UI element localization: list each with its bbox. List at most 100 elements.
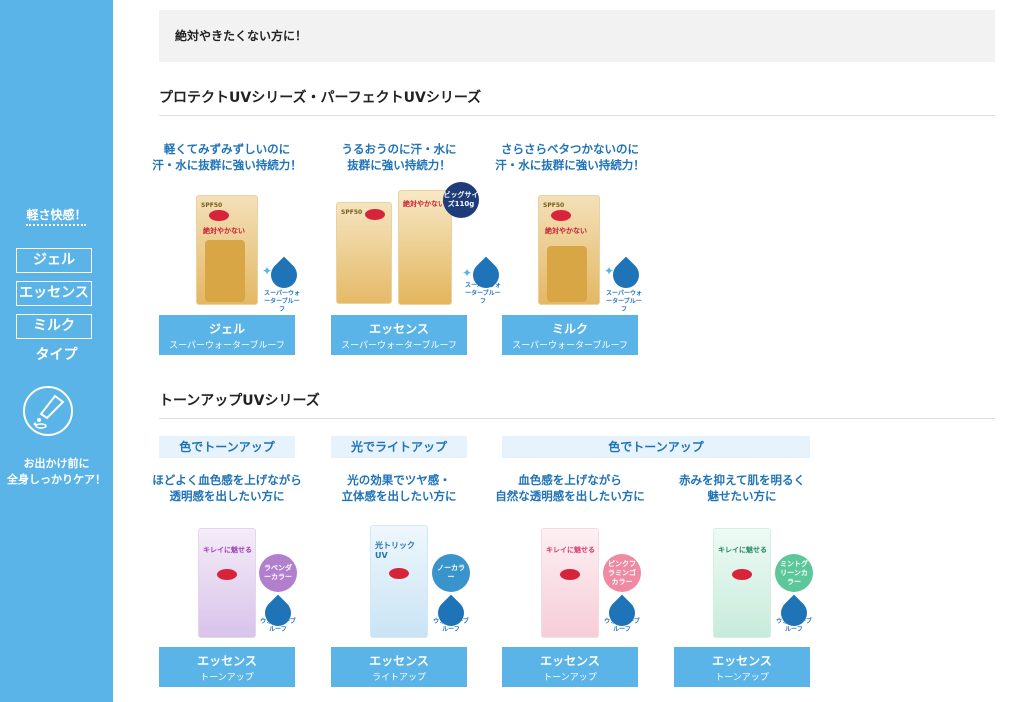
brand-logo-icon <box>389 568 409 579</box>
pack-text: 光トリックUV <box>375 541 415 560</box>
product-button-milk[interactable]: ミルク スーパーウォーターブルーフ <box>502 315 638 355</box>
product-button-pink[interactable]: エッセンス トーンアップ <box>502 647 638 687</box>
pack-text: 絶対やかない <box>545 227 587 235</box>
water-drop-icon <box>265 256 303 294</box>
product-button-title: ミルク <box>551 322 588 336</box>
waterproof-badge-label: ウォーターブルーフ <box>776 618 812 633</box>
notice-banner: 絶対やきたくない方に！ <box>159 10 995 62</box>
tagline-line1: さらさらベタつかないのに <box>501 142 639 156</box>
bottle-shape <box>547 246 587 302</box>
product-button-gel[interactable]: ジェル スーパーウォーターブルーフ <box>159 315 295 355</box>
product-button-subtitle: トーンアップ <box>200 673 254 683</box>
brand-logo-icon <box>365 209 385 220</box>
tagline-line1: 光の効果でツヤ感・ <box>347 473 451 487</box>
small-pack: SPF50 <box>336 202 392 304</box>
sidebar-gel-button[interactable]: ジェル <box>16 248 92 273</box>
category-label: 色でトーンアップ <box>502 436 810 458</box>
spf-label: SPF50 <box>201 202 223 209</box>
sidebar-caption-line1: お出かけ前に <box>23 457 90 470</box>
section-divider <box>159 418 995 419</box>
tagline-line2: 透明感を出したい方に <box>169 489 285 503</box>
tagline-line2: 汗・水に抜群に強い持続力！ <box>495 158 645 172</box>
section-title-toneup: トーンアップUVシリーズ <box>159 393 320 409</box>
sidebar-milk-button[interactable]: ミルク <box>16 314 92 339</box>
color-badge: ピンクフラミンゴカラー <box>603 554 641 592</box>
dotted-divider <box>26 224 86 226</box>
tagline-line1: 血色感を上げながら <box>518 473 622 487</box>
product-tagline: 光の効果でツヤ感・ 立体感を出したい方に <box>311 472 487 504</box>
product-image-essence[interactable]: SPF50 絶対やかない <box>336 190 456 305</box>
tagline-line1: うるおうのに汗・水に <box>341 142 457 156</box>
sidebar-type-label: タイプ <box>35 347 78 363</box>
product-button-subtitle: トーンアップ <box>715 673 769 683</box>
product-image-lavender[interactable]: キレイに魅せる <box>198 528 256 638</box>
brand-logo-icon <box>732 569 752 580</box>
product-button-subtitle: トーンアップ <box>543 673 597 683</box>
tagline-line2: 自然な透明感を出したい方に <box>495 489 645 503</box>
product-tagline: 赤みを抑えて肌を明るく 魅せたい方に <box>654 472 830 504</box>
spf-label: SPF50 <box>341 209 363 216</box>
sidebar-heading: 軽さ快感！ <box>26 208 87 222</box>
product-tagline: うるおうのに汗・水に 抜群に強い持続力！ <box>311 141 487 173</box>
product-button-subtitle: スーパーウォーターブルーフ <box>169 341 285 351</box>
product-button-title: ジェル <box>208 322 245 336</box>
color-badge: ノーカラー <box>432 554 470 592</box>
tagline-line2: 魅せたい方に <box>707 489 777 503</box>
waterproof-badge-label: スーパーウォーターブルーフ <box>465 282 501 305</box>
product-button-title: エッセンス <box>712 654 772 668</box>
section-divider <box>159 115 995 116</box>
waterproof-badge-label: ウォーターブルーフ <box>433 618 469 633</box>
waterproof-badge-label: ウォーターブルーフ <box>260 618 296 633</box>
sidebar-caption: お出かけ前に 全身しっかりケア！ <box>0 456 113 488</box>
product-tagline: さらさらベタつかないのに 汗・水に抜群に強い持続力！ <box>482 141 658 173</box>
sidebar-caption-line2: 全身しっかりケア！ <box>7 473 106 486</box>
sparkle-icon: ✦ <box>262 264 273 278</box>
waterproof-badge-label: ウォーターブルーフ <box>604 618 640 633</box>
tagline-line2: 汗・水に抜群に強い持続力！ <box>152 158 302 172</box>
product-button-mint[interactable]: エッセンス トーンアップ <box>674 647 810 687</box>
big-tube: 絶対やかない <box>398 190 452 305</box>
product-image-mint[interactable]: キレイに魅せる <box>713 528 771 638</box>
water-drop-icon <box>607 256 645 294</box>
brand-logo-icon <box>209 210 229 221</box>
sidebar: 軽さ快感！ ジェル エッセンス ミルク タイプ お出かけ前に 全身しっかりケア！ <box>0 0 113 702</box>
product-button-subtitle: スーパーウォーターブルーフ <box>512 341 628 351</box>
product-image-gel[interactable]: SPF50 絶対やかない <box>196 195 258 305</box>
product-button-title: エッセンス <box>369 322 429 336</box>
pack-text: キレイに魅せる <box>203 546 252 554</box>
pack-text: キレイに魅せる <box>718 546 767 554</box>
product-image-pink[interactable]: キレイに魅せる <box>541 528 599 638</box>
tagline-line2: 立体感を出したい方に <box>341 489 457 503</box>
brand-logo-icon <box>551 210 571 221</box>
product-tagline: 血色感を上げながら 自然な透明感を出したい方に <box>482 472 658 504</box>
category-label: 光でライトアップ <box>331 436 467 458</box>
sparkle-icon: ✦ <box>604 264 615 278</box>
product-button-title: エッセンス <box>540 654 600 668</box>
notice-text: 絶対やきたくない方に！ <box>175 29 308 43</box>
sidebar-essence-button[interactable]: エッセンス <box>16 281 92 306</box>
category-label: 色でトーンアップ <box>159 436 295 458</box>
product-image-milk[interactable]: SPF50 絶対やかない <box>538 195 600 305</box>
brand-logo-icon <box>217 569 237 580</box>
tagline-line2: 抜群に強い持続力！ <box>347 158 451 172</box>
color-badge: ラベンダーカラー <box>259 554 297 592</box>
product-button-lightup[interactable]: エッセンス ライトアップ <box>331 647 467 687</box>
tagline-line1: 軽くてみずみずしいのに <box>163 142 291 156</box>
product-button-essence[interactable]: エッセンス スーパーウォーターブルーフ <box>331 315 467 355</box>
product-image-lightup[interactable]: 光トリックUV <box>370 525 428 638</box>
tagline-line1: ほどよく血色感を上げながら <box>152 473 302 487</box>
product-button-title: エッセンス <box>197 654 257 668</box>
product-button-title: エッセンス <box>369 654 429 668</box>
lotion-hand-icon <box>23 386 73 436</box>
product-tagline: ほどよく血色感を上げながら 透明感を出したい方に <box>139 472 315 504</box>
big-size-badge: ビッグサイズ110g <box>443 182 479 218</box>
tagline-line1: 赤みを抑えて肌を明るく <box>679 473 805 487</box>
section-title-protect: プロテクトUVシリーズ・パーフェクトUVシリーズ <box>159 90 482 106</box>
pack-text: 絶対やかない <box>403 200 445 208</box>
product-button-lavender[interactable]: エッセンス トーンアップ <box>159 647 295 687</box>
spf-label: SPF50 <box>543 202 565 209</box>
bottle-shape <box>205 240 245 302</box>
product-button-subtitle: ライトアップ <box>371 673 426 683</box>
waterproof-badge-label: スーパーウォーターブルーフ <box>264 290 300 313</box>
